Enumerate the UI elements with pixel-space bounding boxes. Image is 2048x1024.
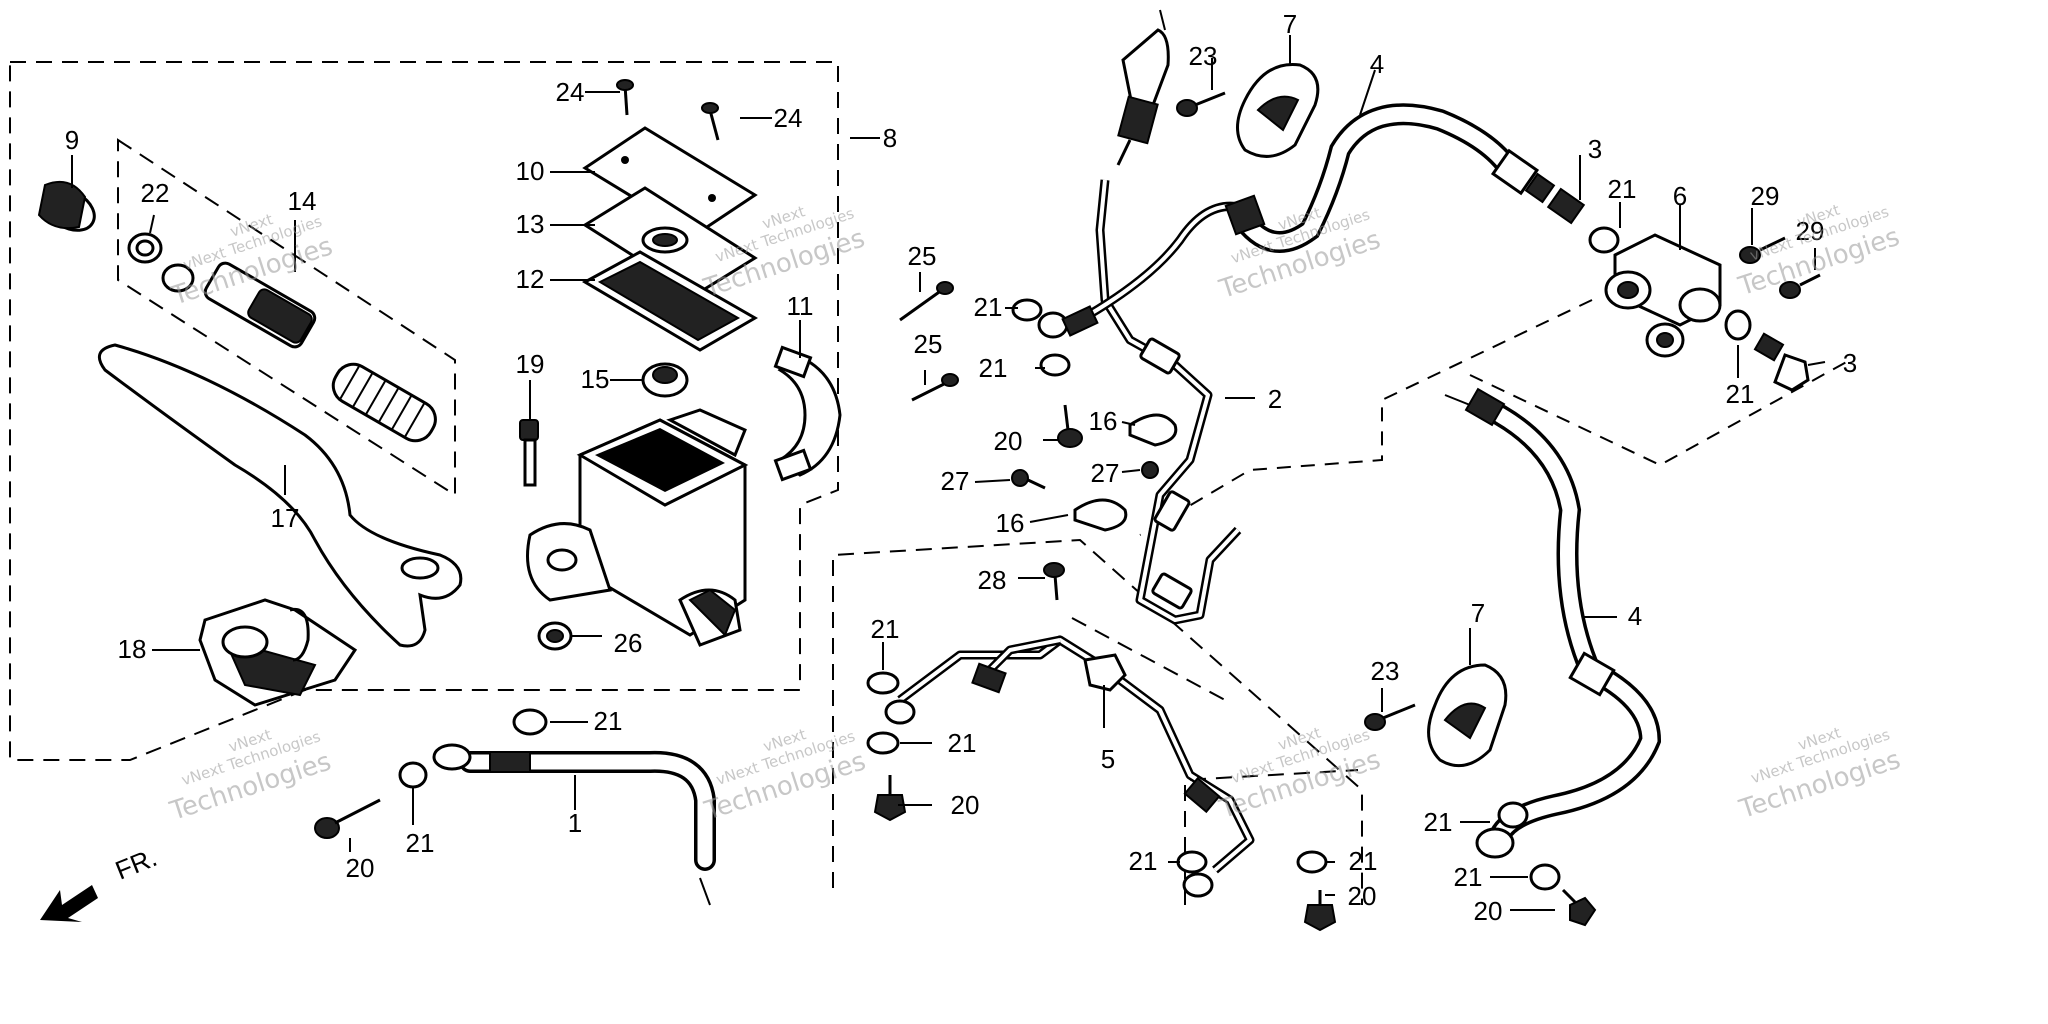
part-label-7a: 7 [1283,9,1297,39]
hose-clamp-part [1236,62,1320,158]
part-label-1: 1 [568,808,582,838]
part-label-6: 6 [1673,181,1687,211]
screw-part [616,79,720,141]
three-way-joint-part [1604,233,1722,358]
hose-group-outline [832,299,1851,905]
part-label-14: 14 [288,186,317,216]
bolt-part [1561,888,1597,927]
bolt-part [873,775,1337,932]
part-label-24a: 24 [556,77,585,107]
part-label-4b: 4 [1628,601,1642,631]
part-label-5: 5 [1101,744,1115,774]
part-label-20a: 20 [346,853,375,883]
part-label-21e: 21 [974,292,1003,322]
brake-lever-part [97,343,463,648]
part-label-27b: 27 [1091,458,1120,488]
screw-part [1739,236,1821,299]
master-cylinder-part [526,408,749,647]
part-label-21j: 21 [1349,846,1378,876]
part-label-25a: 25 [908,241,937,271]
pivot-bolt-part [519,419,539,487]
union-bolt-part [1724,309,1810,392]
bolt-part [1364,703,1416,731]
part-label-7b: 7 [1471,598,1485,628]
diaphragm-part [581,250,758,352]
part-label-9: 9 [65,125,79,155]
piston-kit-part [203,261,437,443]
part-label-21h: 21 [948,728,977,758]
part-label-10: 10 [516,156,545,186]
washer-part [1011,298,1071,377]
part-label-26: 26 [614,628,643,658]
part-labels: 9 22 14 24 24 8 10 13 12 15 11 19 17 18 … [65,9,1857,926]
part-label-19: 19 [516,349,545,379]
part-label-25b: 25 [914,329,943,359]
float-part [641,362,689,398]
bolt-part [314,798,381,839]
part-label-8: 8 [883,123,897,153]
part-label-21f: 21 [979,353,1008,383]
washer-part [1497,801,1561,891]
brake-pipe-2-part [1095,179,1242,625]
part-label-27a: 27 [941,466,970,496]
boot-part [37,181,96,232]
leader-lines [71,35,1826,911]
part-label-20b: 20 [994,426,1023,456]
part-label-15: 15 [581,364,610,394]
part-label-2: 2 [1268,384,1282,414]
washer-part [398,708,548,789]
part-label-21k: 21 [1424,807,1453,837]
part-label-16b: 16 [996,508,1025,538]
part-label-22: 22 [141,178,170,208]
part-label-11: 11 [787,291,814,321]
part-label-21l: 21 [1454,862,1483,892]
front-direction-arrow-icon [40,885,98,922]
brake-hose-1-part [432,743,716,906]
circlip-part [127,232,195,293]
part-label-20c: 20 [951,790,980,820]
part-label-23b: 23 [1371,656,1400,686]
brake-switch-part [1116,9,1170,166]
bolt-part [899,281,959,402]
part-label-21c: 21 [1608,174,1637,204]
lever-cover-part [198,598,358,707]
holder-part [773,345,842,482]
part-label-21b: 21 [406,828,435,858]
nut-part [537,621,573,651]
pipe-branch-part [1037,201,1252,339]
part-label-3b: 3 [1843,348,1857,378]
bolt-part [1043,562,1065,601]
part-label-24b: 24 [774,103,803,133]
part-label-12: 12 [516,264,545,294]
pipe-clamp-part [1073,413,1178,532]
part-label-4a: 4 [1370,49,1384,79]
assembly-8-outline [9,61,839,761]
part-label-20d: 20 [1348,881,1377,911]
part-label-16a: 16 [1089,406,1118,436]
hose-clamp-part [1427,663,1508,768]
bolt-part [1011,461,1159,490]
part-label-21g: 21 [871,614,900,644]
brake-hose-4-lower-part [1444,387,1662,859]
part-label-18: 18 [118,634,147,664]
part-label-29a: 29 [1751,181,1780,211]
part-label-21d: 21 [1726,379,1755,409]
part-label-17: 17 [271,503,300,533]
union-bolt-part [1546,187,1620,254]
part-label-13: 13 [516,209,545,239]
part-label-21i: 21 [1129,846,1158,876]
bolt-part [1057,404,1083,448]
part-label-21a: 21 [594,706,623,736]
part-label-3a: 3 [1588,134,1602,164]
direction-label: FR. [111,842,161,886]
bolt-part [1176,91,1226,117]
brake-hose-4-upper-part [1224,103,1556,253]
brake-pipe-5-part [884,635,1255,898]
part-label-28: 28 [978,565,1007,595]
part-label-20e: 20 [1474,896,1503,926]
part-label-23a: 23 [1189,41,1218,71]
part-label-29b: 29 [1796,216,1825,246]
